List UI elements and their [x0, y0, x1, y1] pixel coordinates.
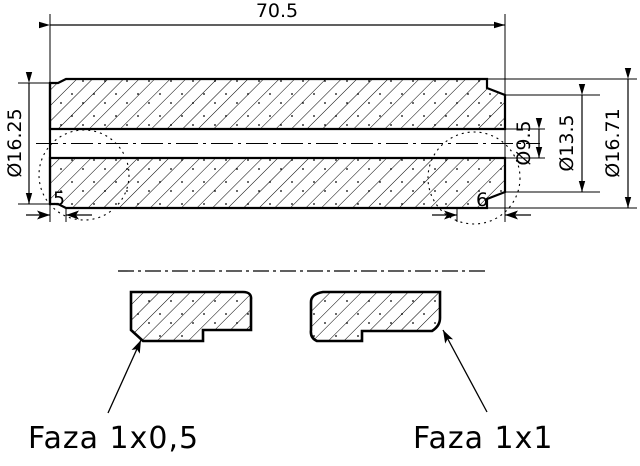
- dimension-outer-diameter-right: Ø16.71: [602, 68, 632, 208]
- leader-line-right-chamfer: [442, 329, 488, 413]
- lower-wall-section: [48, 156, 507, 210]
- note-right-chamfer: Faza 1x1: [413, 421, 553, 456]
- dimension-value-overall-length: 70.5: [256, 0, 298, 22]
- dimension-value-inner-diameter: Ø13.5: [556, 114, 578, 171]
- main-section-view: 70.5: [4, 0, 637, 225]
- extension-lines-right: [487, 78, 637, 209]
- note-left-chamfer: Faza 1x0,5: [28, 421, 199, 456]
- dimension-inner-diameter: Ø13.5: [556, 84, 586, 192]
- dimension-value-left-end-length: 5: [53, 188, 65, 210]
- dimension-value-outer-diameter-left: Ø16.25: [4, 108, 26, 177]
- detail-circle-left: [38, 129, 130, 221]
- dimension-left-end-length: 5: [26, 188, 92, 222]
- leader-line-left-chamfer: [107, 339, 142, 414]
- upper-wall-section: [48, 77, 507, 131]
- detail-view-left: [107, 290, 253, 414]
- detail-circle-right: [427, 131, 521, 225]
- dimension-right-end-length: 6: [432, 189, 531, 222]
- dimension-value-outer-diameter-right: Ø16.71: [602, 108, 624, 177]
- dimension-value-bore-diameter: Ø9.5: [513, 120, 535, 165]
- dimension-bore-diameter: Ø9.5: [513, 118, 543, 166]
- detail-views: Faza 1x0,5 Faza 1x1: [28, 270, 553, 456]
- dimension-outer-diameter-left: Ø16.25: [4, 72, 50, 205]
- dimension-overall-length: 70.5: [39, 0, 505, 29]
- dimension-value-right-end-length: 6: [476, 189, 488, 211]
- detail-view-right: [309, 290, 488, 413]
